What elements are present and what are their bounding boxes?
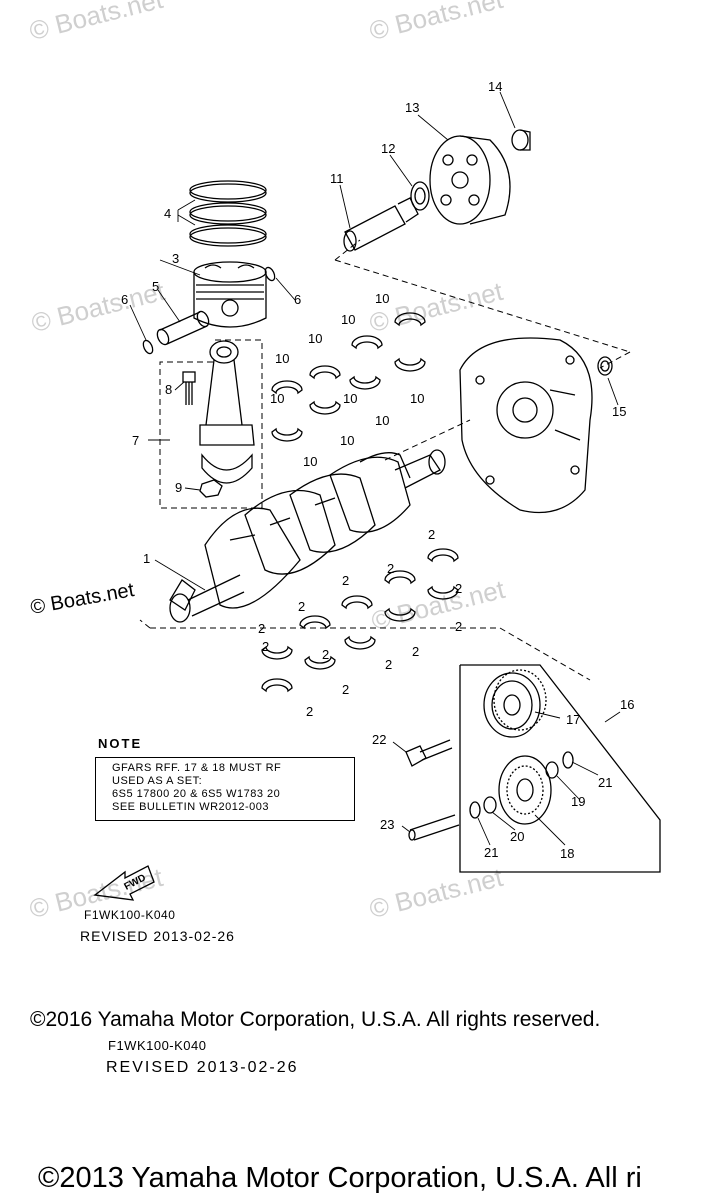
callout-2: 2 bbox=[455, 581, 463, 596]
gear-clip bbox=[562, 751, 574, 769]
gear-box-16 bbox=[459, 664, 661, 873]
callout-6: 6 bbox=[294, 292, 302, 307]
note-line: GFARS RFF. 17 & 18 MUST RF bbox=[112, 762, 282, 774]
piston-pin bbox=[156, 310, 210, 346]
callout-2: 2 bbox=[322, 647, 330, 662]
note-line: SEE BULLETIN WR2012-003 bbox=[112, 801, 270, 813]
callout-2: 2 bbox=[342, 682, 350, 697]
callout-21: 21 bbox=[598, 775, 613, 790]
callout-10: 10 bbox=[343, 391, 358, 406]
leader-dashed bbox=[499, 627, 591, 681]
leader-dashed bbox=[384, 419, 471, 461]
crankshaft bbox=[169, 449, 446, 623]
callout-10: 10 bbox=[340, 433, 355, 448]
balancer-weight bbox=[429, 135, 511, 225]
clip-right bbox=[264, 266, 276, 282]
rod-nut bbox=[199, 479, 223, 498]
callout-20: 20 bbox=[510, 829, 525, 844]
driven-gear bbox=[498, 755, 552, 825]
callout-10: 10 bbox=[375, 291, 390, 306]
leader-dashed bbox=[334, 239, 361, 261]
callout-12: 12 bbox=[381, 141, 396, 156]
rod-bolt bbox=[182, 371, 196, 405]
gear-bolt bbox=[405, 739, 453, 767]
piston-rings bbox=[189, 180, 267, 247]
callout-10: 10 bbox=[375, 413, 390, 428]
diagram-revised: REVISED 2013-02-26 bbox=[80, 928, 235, 944]
callout-10: 10 bbox=[275, 351, 290, 366]
callout-7: 7 bbox=[132, 433, 140, 448]
gear-spacer bbox=[483, 796, 497, 814]
callout-23: 23 bbox=[380, 817, 395, 832]
group-box-7 bbox=[159, 339, 263, 509]
callout-16: 16 bbox=[620, 697, 635, 712]
callout-2: 2 bbox=[298, 599, 306, 614]
leader-dashed bbox=[334, 259, 631, 353]
callout-5: 5 bbox=[152, 279, 160, 294]
copyright-2016: ©2016 Yamaha Motor Corporation, U.S.A. A… bbox=[30, 1008, 601, 1031]
housing bbox=[459, 337, 593, 514]
callout-2: 2 bbox=[306, 704, 314, 719]
piston bbox=[193, 261, 267, 328]
note-line: 6S5 17800 20 & 6S5 W1783 20 bbox=[112, 788, 281, 800]
gear-washer bbox=[545, 761, 559, 779]
callout-19: 19 bbox=[571, 794, 586, 809]
leader-dashed bbox=[139, 619, 151, 629]
callout-2: 2 bbox=[385, 657, 393, 672]
callout-3: 3 bbox=[172, 251, 180, 266]
footer-revised: REVISED 2013-02-26 bbox=[106, 1059, 299, 1076]
callout-2: 2 bbox=[387, 561, 395, 576]
callout-10: 10 bbox=[341, 312, 356, 327]
callout-6: 6 bbox=[121, 292, 129, 307]
bearing-shells-10 bbox=[271, 312, 426, 442]
callout-10: 10 bbox=[270, 391, 285, 406]
footer-code: F1WK100-K040 bbox=[108, 1038, 207, 1053]
end-cap bbox=[511, 129, 531, 151]
callout-22: 22 bbox=[372, 732, 387, 747]
drive-gear bbox=[483, 669, 547, 738]
callout-17: 17 bbox=[566, 712, 581, 727]
callout-13: 13 bbox=[405, 100, 420, 115]
bearing-shells-2 bbox=[261, 548, 459, 693]
clip-left bbox=[142, 339, 154, 355]
leader-dashed bbox=[599, 351, 631, 369]
callout-10: 10 bbox=[308, 331, 323, 346]
callout-2: 2 bbox=[455, 619, 463, 634]
gear-clip-2 bbox=[469, 801, 481, 819]
callout-11: 11 bbox=[330, 171, 344, 186]
diagram-code: F1WK100-K040 bbox=[84, 908, 176, 922]
callout-2: 2 bbox=[258, 621, 266, 636]
callout-2: 2 bbox=[342, 573, 350, 588]
copyright-2013: ©2013 Yamaha Motor Corporation, U.S.A. A… bbox=[38, 1162, 642, 1194]
note-box bbox=[95, 757, 355, 821]
callout-18: 18 bbox=[560, 846, 575, 861]
callout-2: 2 bbox=[428, 527, 436, 542]
balancer-shaft bbox=[343, 197, 419, 252]
callout-2: 2 bbox=[412, 644, 420, 659]
note-line: USED AS A SET: bbox=[112, 775, 203, 787]
callout-10: 10 bbox=[410, 391, 425, 406]
callout-1: 1 bbox=[143, 551, 151, 566]
dowel-pin bbox=[408, 814, 460, 841]
fwd-arrow bbox=[93, 865, 155, 901]
callout-15: 15 bbox=[612, 404, 627, 419]
callout-2: 2 bbox=[262, 639, 270, 654]
thrust-washer bbox=[410, 181, 430, 211]
oil-seal bbox=[597, 356, 613, 376]
callout-21: 21 bbox=[484, 845, 499, 860]
note-title: NOTE bbox=[98, 736, 143, 751]
callout-14: 14 bbox=[488, 79, 503, 94]
callout-4: 4 bbox=[164, 206, 172, 221]
connecting-rod bbox=[199, 340, 255, 484]
callout-10: 10 bbox=[303, 454, 318, 469]
callout-9: 9 bbox=[175, 480, 183, 495]
callout-8: 8 bbox=[165, 382, 173, 397]
